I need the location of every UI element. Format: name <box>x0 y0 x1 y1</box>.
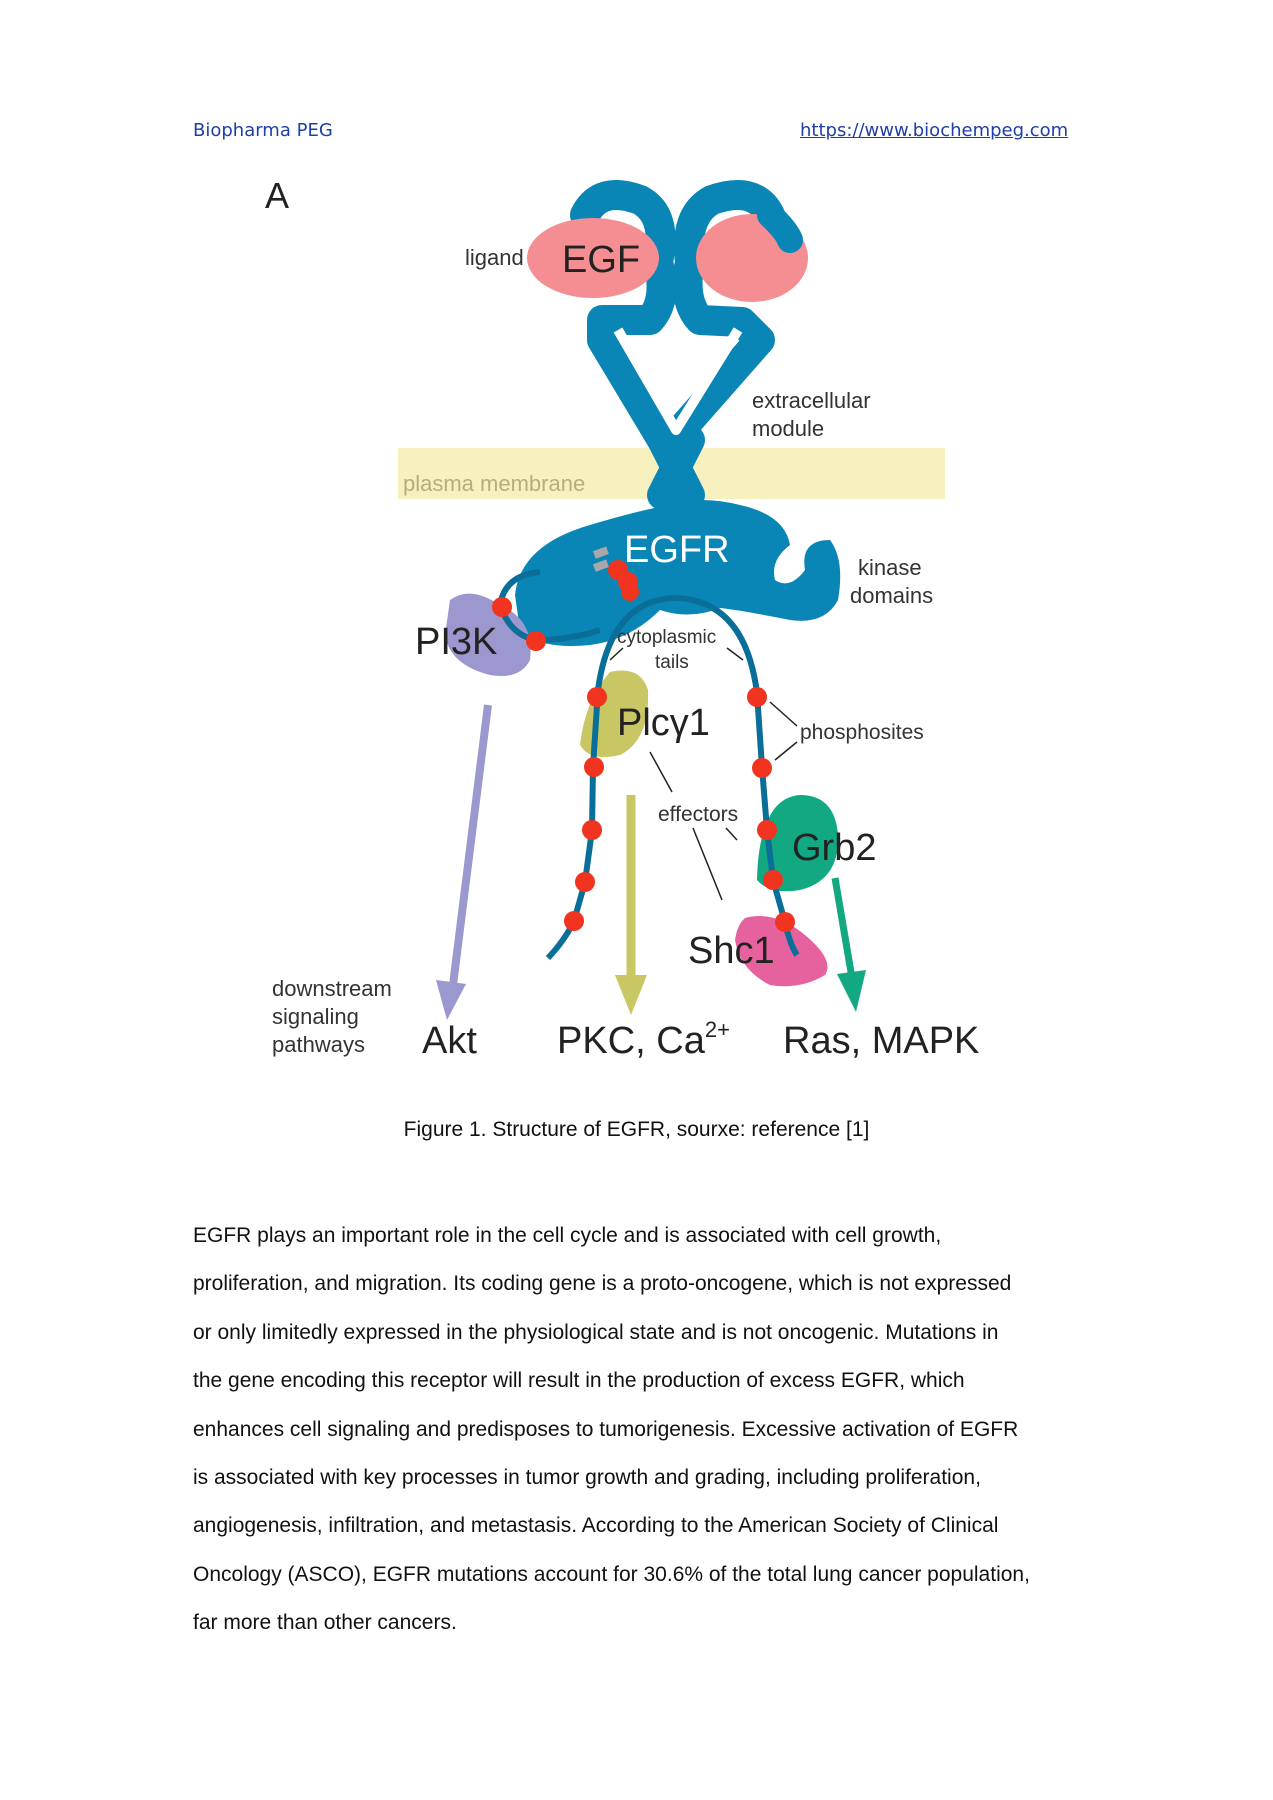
grb2-shape <box>757 795 839 892</box>
extracellular-label-line2: module <box>752 416 824 441</box>
header-brand: Biopharma PEG <box>193 120 333 141</box>
phosphosite-dot <box>775 912 795 932</box>
cytoplasmic-label-line1: cytoplasmic <box>617 627 716 648</box>
body-line: or only limitedly expressed in the physi… <box>193 1320 999 1344</box>
leader-line <box>692 827 723 901</box>
header-website-link[interactable]: https://www.biochempeg.com <box>800 120 1069 141</box>
figure-caption: Figure 1. Structure of EGFR, sourxe: ref… <box>403 1118 870 1141</box>
akt-label: Akt <box>422 1020 477 1062</box>
downstream-label-line1: downstream <box>272 976 392 1001</box>
ligand-label: ligand <box>465 245 524 270</box>
kinase-label-line1: kinase <box>858 555 922 580</box>
pi3k-tail <box>496 569 601 644</box>
body-line: proliferation, and migration. Its coding… <box>193 1272 1012 1296</box>
body-line: enhances cell signaling and predisposes … <box>193 1417 1019 1441</box>
body-line: far more than other cancers. <box>193 1611 457 1635</box>
extracellular-stem <box>613 327 743 435</box>
shc1-shape <box>735 916 828 987</box>
pkc-label-superscript: 2+ <box>705 1017 730 1042</box>
phosphosites-label: phosphosites <box>800 721 924 744</box>
cytoplasmic-label-line2: tails <box>655 652 689 673</box>
egfr-label: EGFR <box>624 529 730 571</box>
phosphosite-dot <box>582 820 602 840</box>
kinase-label-line2: domains <box>850 583 933 608</box>
phosphosite-dot <box>492 597 512 617</box>
pi3k-shape <box>445 593 531 676</box>
pkc-label: PKC, Ca2+ <box>557 1017 730 1062</box>
leader-line <box>725 827 738 841</box>
ras-mapk-label: Ras, MAPK <box>783 1020 979 1062</box>
pkc-label-main: PKC, Ca <box>557 1020 706 1062</box>
extracellular-label-line1: extracellular <box>752 388 871 413</box>
cytoplasmic-tail-right <box>674 595 800 957</box>
plcg1-label: Plcγ1 <box>617 702 710 744</box>
phosphosite-dot <box>526 631 546 651</box>
phosphosite-dot <box>757 820 777 840</box>
akt-arrow <box>436 704 492 1020</box>
phosphosite-dot <box>763 870 783 890</box>
active-site-marker <box>592 559 609 572</box>
phosphosite-dot <box>747 687 767 707</box>
leader-line <box>726 647 744 661</box>
body-line: the gene encoding this receptor will res… <box>193 1369 965 1393</box>
phosphosite-dot <box>752 758 772 778</box>
egf-label: EGF <box>562 239 640 281</box>
phosphosite-dot <box>564 911 584 931</box>
active-site-marker <box>592 546 609 559</box>
phosphosite-dot <box>575 872 595 892</box>
phosphosite-dot <box>587 687 607 707</box>
body-line: EGFR plays an important role in the cell… <box>193 1224 942 1247</box>
body-paragraph: EGFR plays an important role in the cell… <box>193 1212 1093 1648</box>
downstream-label-line3: pathways <box>272 1032 365 1057</box>
effectors-label: effectors <box>658 803 738 826</box>
body-line: is associated with key processes in tumo… <box>193 1466 981 1490</box>
body-line: Oncology (ASCO), EGFR mutations account … <box>193 1562 1030 1586</box>
leader-line <box>609 647 624 661</box>
egf-ligand-left <box>527 218 659 298</box>
receptor-overlay-right <box>757 202 803 253</box>
phosphosite-dot <box>584 757 604 777</box>
pkc-arrow <box>615 795 647 1015</box>
body-line: angiogenesis, infiltration, and metastas… <box>193 1514 999 1538</box>
grb2-label: Grb2 <box>792 827 876 869</box>
panel-label: A <box>265 175 289 216</box>
membrane-label: plasma membrane <box>403 471 585 496</box>
downstream-label-line2: signaling <box>272 1004 359 1029</box>
ras-arrow <box>831 877 866 1012</box>
pi3k-label: PI3K <box>415 621 497 663</box>
phosphosite-dot <box>621 583 639 601</box>
kinase-domains <box>515 473 841 646</box>
leader-line <box>769 701 798 727</box>
leader-line <box>649 751 673 793</box>
leader-line <box>774 741 798 761</box>
egfr-structure-diagram: A plasma membrane ligand EGF extracellul… <box>265 175 979 1062</box>
shc1-label: Shc1 <box>688 930 775 972</box>
phosphosites <box>492 597 795 932</box>
